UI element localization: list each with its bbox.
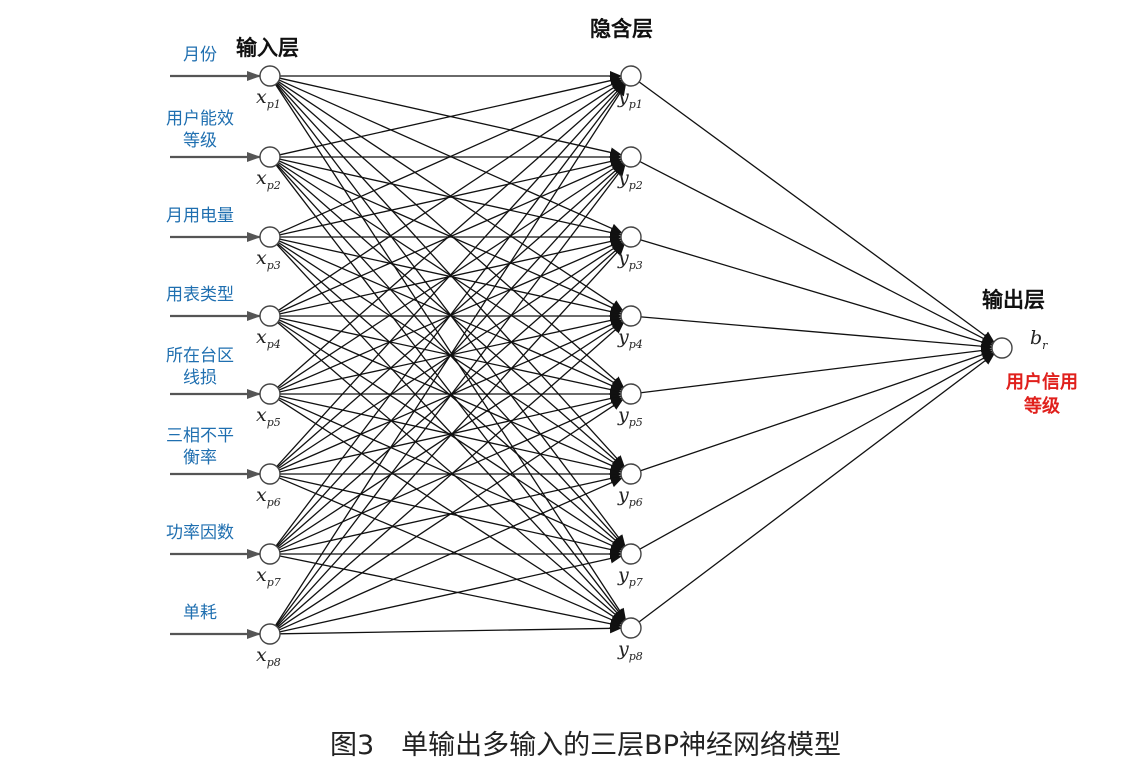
network-nodes: [259, 65, 1013, 645]
input-feature-label-5-line-2: 线损: [183, 368, 217, 388]
edge-input-2-hidden-1: [279, 75, 623, 156]
edge-input-3-hidden-8: [276, 243, 625, 622]
figure-caption: 图3 单输出多输入的三层BP神经网络模型: [330, 730, 841, 761]
edge-hidden-2-output: [639, 160, 994, 345]
hidden-node-label-2: yp2: [617, 167, 643, 192]
input-feature-label-4: 用表类型: [166, 285, 234, 305]
input-node-2: [259, 146, 281, 168]
edge-input-5-hidden-8: [278, 398, 624, 624]
input-node-label-1: xp1: [256, 86, 281, 111]
hidden-node-8: [620, 617, 642, 639]
output-node-label: br: [1030, 327, 1048, 352]
input-feature-label-2-line-2: 等级: [183, 131, 217, 151]
hidden-node-3: [620, 226, 642, 248]
edge-hidden-7-output: [639, 352, 995, 550]
hidden-node-6: [620, 463, 642, 485]
input-node-8: [259, 623, 281, 645]
output-node: [991, 337, 1013, 359]
input-node-label-2: xp2: [256, 167, 281, 192]
edge-input-8-hidden-6: [278, 477, 623, 631]
hidden-node-4: [620, 305, 642, 327]
edge-hidden-3-output: [640, 239, 994, 347]
hidden-node-7: [620, 543, 642, 565]
hidden-node-label-3: yp3: [617, 247, 643, 272]
edge-input-4-hidden-1: [277, 80, 624, 312]
input-feature-label-2-line-1: 用户能效: [166, 109, 234, 129]
input-node-4: [259, 305, 281, 327]
edge-input-1-hidden-8: [274, 84, 627, 621]
input-node-3: [259, 226, 281, 248]
edge-hidden-5-output: [640, 345, 994, 394]
connection-edges: [274, 71, 995, 635]
edge-hidden-6-output: [640, 350, 994, 472]
edge-input-5-hidden-1: [277, 81, 625, 388]
input-node-1: [259, 65, 281, 87]
edge-hidden-4-output: [640, 316, 994, 352]
edge-input-2-hidden-8: [275, 164, 626, 621]
node-labels: xp1 xp2 xp3 xp4 xp5 xp6 xp7 xp8 yp1 yp2 yp3 yp4 yp5 y…: [166, 45, 1078, 669]
edge-input-8-hidden-2: [275, 164, 626, 627]
edge-input-4-hidden-2: [278, 160, 623, 313]
input-feature-label-8: 单耗: [183, 603, 217, 623]
hidden-node-label-7: yp7: [617, 564, 643, 589]
hidden-node-5: [620, 383, 642, 405]
edge-input-3-hidden-2: [279, 156, 623, 236]
edge-input-8-hidden-8: [279, 623, 623, 635]
edge-input-8-hidden-5: [277, 398, 624, 630]
input-layer-title: 输入层: [236, 36, 299, 60]
output-label-line-2: 等级: [1024, 395, 1061, 417]
input-node-label-4: xp4: [256, 326, 281, 351]
input-feature-label-6-line-2: 衡率: [183, 448, 217, 468]
input-feature-label-6-line-1: 三相不平: [166, 426, 234, 446]
edge-input-3-hidden-1: [278, 79, 623, 234]
edge-input-8-hidden-3: [276, 243, 625, 628]
input-node-label-3: xp3: [256, 247, 281, 272]
input-node-7: [259, 543, 281, 565]
edge-input-4-hidden-8: [277, 322, 625, 623]
hidden-node-label-4: yp4: [617, 326, 643, 351]
input-arrows: [170, 71, 261, 639]
input-node-label-7: xp7: [256, 564, 281, 589]
edge-input-6-hidden-8: [278, 477, 623, 625]
hidden-node-label-8: yp8: [617, 638, 643, 663]
edge-input-6-hidden-1: [276, 82, 625, 468]
edge-input-6-hidden-5: [279, 393, 623, 473]
input-feature-label-1: 月份: [183, 45, 217, 65]
input-node-label-6: xp6: [256, 484, 281, 509]
hidden-node-label-6: yp6: [617, 484, 643, 509]
input-node-label-8: xp8: [256, 644, 281, 669]
edge-input-7-hidden-1: [275, 83, 626, 547]
edge-input-8-hidden-7: [279, 553, 623, 633]
edge-hidden-8-output: [638, 353, 995, 623]
hidden-node-2: [620, 146, 642, 168]
input-node-5: [259, 383, 281, 405]
edge-input-4-hidden-3: [279, 236, 623, 315]
output-label-line-1: 用户信用: [1006, 371, 1078, 393]
edge-input-8-hidden-4: [277, 321, 625, 628]
edge-input-8-hidden-1: [274, 83, 627, 626]
input-node-6: [259, 463, 281, 485]
hidden-node-label-1: yp1: [617, 86, 643, 111]
edge-input-7-hidden-5: [278, 397, 623, 551]
input-feature-label-7: 功率因数: [166, 523, 234, 543]
hidden-node-1: [620, 65, 642, 87]
edge-input-7-hidden-8: [279, 555, 623, 629]
input-node-label-5: xp5: [256, 404, 281, 429]
input-feature-label-3: 月用电量: [166, 206, 234, 226]
edge-hidden-1-output: [638, 81, 995, 343]
output-layer-title: 输出层: [982, 288, 1045, 312]
hidden-node-label-5: yp5: [617, 404, 643, 429]
hidden-layer-title: 隐含层: [590, 17, 653, 41]
input-feature-label-5-line-1: 所在台区: [166, 346, 234, 366]
